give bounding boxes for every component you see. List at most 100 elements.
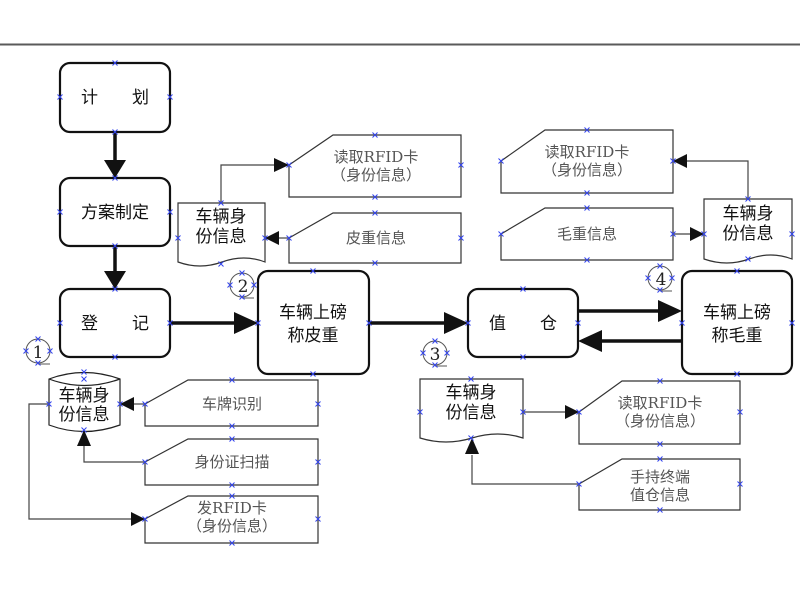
arrowhead-icon (578, 330, 602, 352)
connection-handle-icon (366, 320, 372, 326)
document-label: 份信息 (723, 224, 774, 244)
process-step-tare[interactable]: 车辆上磅 称皮重 (256, 269, 371, 376)
connection-handle-icon (657, 507, 663, 513)
input-label: 手持终端 (630, 468, 690, 486)
document-label: 份信息 (446, 403, 497, 423)
document-warehouse[interactable]: 车辆身 份信息 (419, 378, 524, 443)
arrowhead-icon (444, 312, 468, 334)
arrowhead-icon (673, 154, 687, 168)
connection-handle-icon (576, 409, 582, 415)
connection-handle-icon (575, 320, 581, 326)
connection-handle-icon (255, 320, 261, 326)
connection-handle-icon (417, 409, 423, 415)
connection-handle-icon (112, 175, 118, 181)
process-label: 称毛重 (712, 326, 763, 346)
connection-handle-icon (81, 369, 87, 375)
input-gross-weight[interactable]: 毛重信息 (500, 207, 674, 261)
connection-handle-icon (229, 377, 235, 383)
connection-handle-icon (315, 516, 321, 522)
connection-handle-icon (57, 209, 63, 215)
arrowhead-icon (690, 227, 704, 241)
connection-handle-icon (81, 427, 87, 433)
input-tare-weight[interactable]: 皮重信息 (288, 212, 462, 264)
process-step-scheme[interactable]: 方案制定 (58, 176, 172, 248)
connection-handle-icon (657, 378, 663, 384)
input-issue-rfid[interactable]: 发RFID卡 （身份信息） (144, 495, 319, 544)
document-gross[interactable]: 车辆身 份信息 (703, 198, 793, 264)
input-id-scan[interactable]: 身份证扫描 (144, 438, 319, 486)
input-label: （身份信息） (542, 161, 632, 179)
step-number-4: 4 (647, 265, 673, 292)
process-step-gross[interactable]: 车辆上磅 称毛重 (680, 269, 794, 376)
arrowhead-icon (658, 300, 682, 322)
step3-arrowheads (465, 405, 579, 454)
connection-handle-icon (112, 286, 118, 292)
connection-handle-icon (175, 235, 181, 241)
connection-handle-icon (372, 210, 378, 216)
connection-handle-icon (239, 294, 245, 300)
connection-handle-icon (520, 286, 526, 292)
connection-handle-icon (286, 235, 292, 241)
process-step-register[interactable]: 登 记 (58, 287, 172, 359)
document-tare[interactable]: 车辆身 份信息 (177, 202, 266, 267)
connection-handle-icon (584, 257, 590, 263)
connection-handle-icon (745, 256, 751, 262)
step4-arrowheads (673, 154, 704, 241)
connection-handle-icon (229, 436, 235, 442)
connection-handle-icon (46, 401, 52, 407)
input-gross-rfid[interactable]: 读取RFID卡 （身份信息） (500, 129, 674, 194)
input-label: 读取RFID卡 (334, 148, 419, 166)
connection-handle-icon (657, 287, 663, 293)
connection-handle-icon (112, 243, 118, 249)
connection-handle-icon (789, 320, 795, 326)
input-label: 皮重信息 (346, 229, 406, 247)
arrowhead-icon (265, 231, 279, 245)
data-store-register[interactable]: 车辆身 份信息 (48, 371, 121, 433)
connection-handle-icon (645, 275, 651, 281)
connection-handle-icon (372, 260, 378, 266)
connection-handle-icon (669, 275, 675, 281)
step-number-3: 3 (422, 340, 448, 367)
main-connectors (113, 132, 682, 343)
connection-handle-icon (229, 423, 235, 429)
process-label: 方案制定 (81, 203, 149, 223)
process-step-warehouse[interactable]: 值 仓 (466, 287, 580, 359)
connection-handle-icon (737, 409, 743, 415)
connection-handle-icon (520, 409, 526, 415)
step2-arrowheads (265, 158, 289, 245)
input-label: （身份信息） (187, 517, 277, 535)
input-plate-recognition[interactable]: 车牌识别 (144, 379, 319, 427)
arrowhead-icon (120, 397, 134, 411)
connection-handle-icon (218, 200, 224, 206)
connection-handle-icon (372, 132, 378, 138)
connection-handle-icon (167, 320, 173, 326)
connection-handle-icon (167, 209, 173, 215)
svg-text:3: 3 (430, 345, 441, 365)
document-label: 份信息 (196, 227, 247, 247)
svg-text:1: 1 (33, 343, 44, 363)
connection-handle-icon (57, 320, 63, 326)
connection-handle-icon (23, 348, 29, 354)
connection-handle-icon (420, 350, 426, 356)
arrowhead-icon (234, 312, 258, 334)
connection-handle-icon (458, 235, 464, 241)
process-label: 计 划 (81, 88, 149, 108)
connection-handle-icon (584, 205, 590, 211)
input-warehouse-rfid[interactable]: 读取RFID卡 （身份信息） (578, 380, 741, 445)
process-step-plan[interactable]: 计 划 (58, 61, 172, 134)
document-label: 车辆身 (723, 204, 774, 224)
input-tare-rfid[interactable]: 读取RFID卡 （身份信息） (288, 134, 462, 198)
connection-handle-icon (458, 162, 464, 168)
connection-handle-icon (142, 516, 148, 522)
input-label: 发RFID卡 (197, 499, 267, 517)
connection-handle-icon (310, 268, 316, 274)
arrowhead-icon (104, 271, 126, 289)
connection-handle-icon (47, 348, 53, 354)
connection-handle-icon (81, 376, 87, 382)
input-warehouse-handheld[interactable]: 手持终端 值仓信息 (578, 458, 741, 511)
arrowhead-icon (104, 160, 126, 178)
connection-handle-icon (657, 456, 663, 462)
connection-handle-icon (229, 482, 235, 488)
connection-handle-icon (432, 338, 438, 344)
